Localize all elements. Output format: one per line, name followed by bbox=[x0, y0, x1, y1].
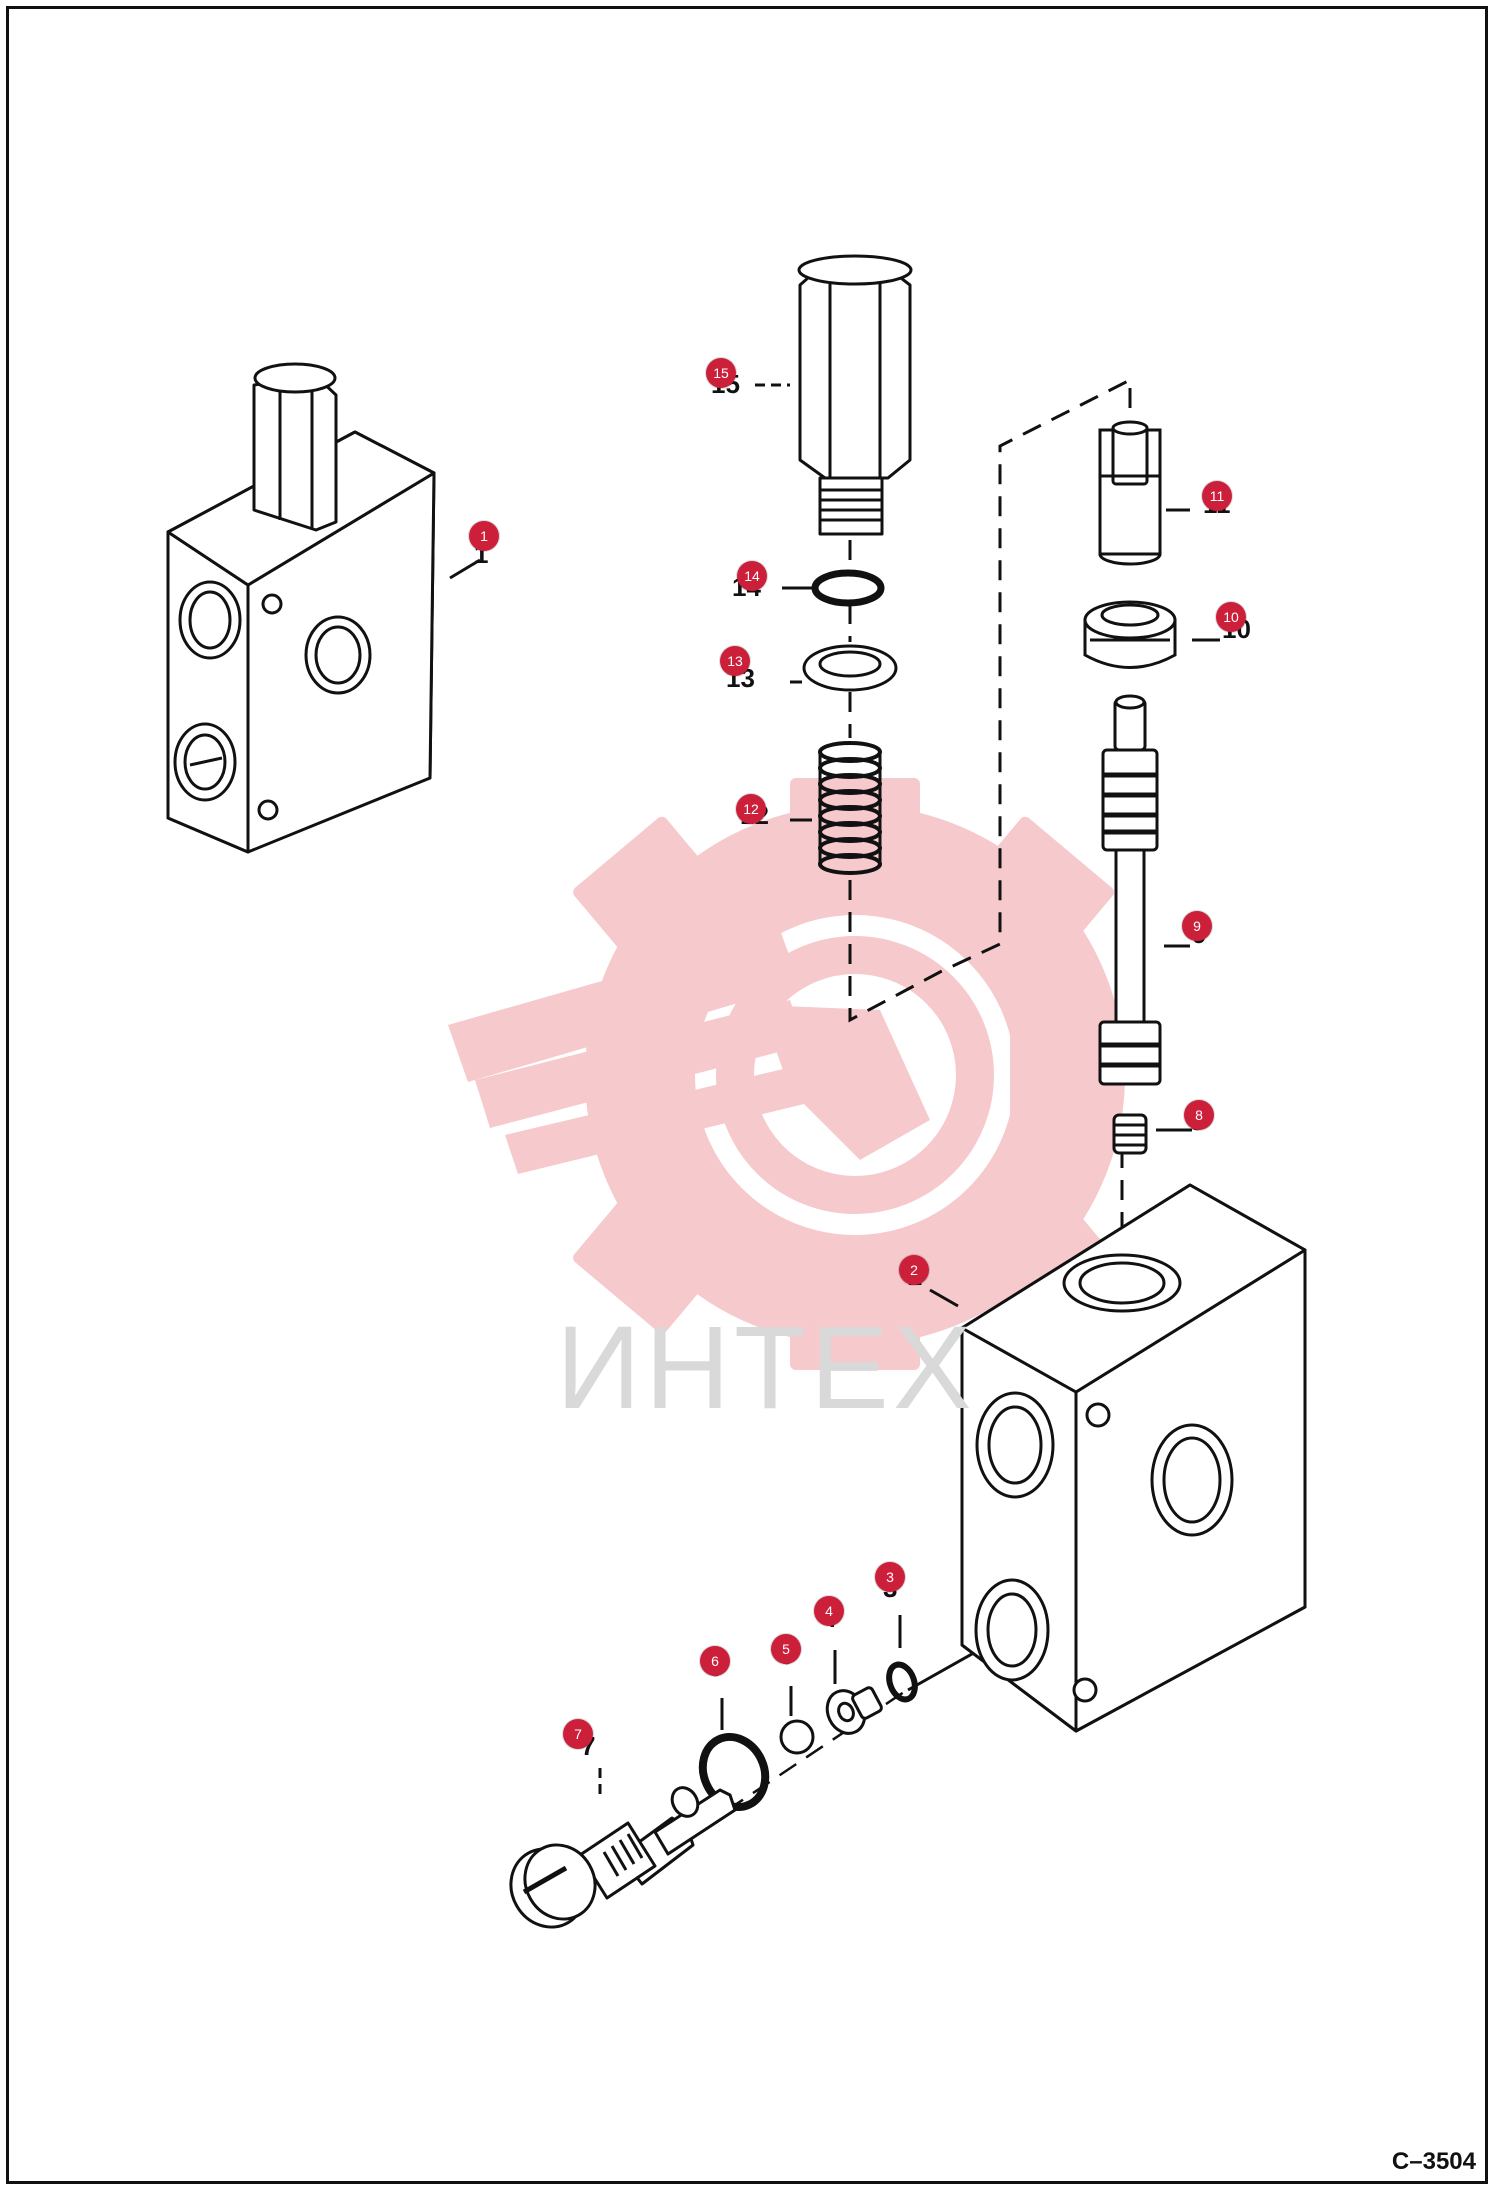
part-2-valve-body bbox=[960, 1183, 1307, 1733]
part-13-washer bbox=[802, 644, 898, 692]
watermark-text: ИНТЕХ bbox=[556, 1302, 976, 1434]
callout-2[interactable]: 2 bbox=[899, 1255, 929, 1285]
callout-4[interactable]: 4 bbox=[814, 1596, 844, 1626]
part-14-o-ring bbox=[811, 569, 885, 607]
leader-line bbox=[929, 1288, 959, 1308]
callout-11[interactable]: 11 bbox=[1202, 481, 1232, 511]
leader-line bbox=[449, 558, 481, 580]
callout-1[interactable]: 1 bbox=[469, 521, 499, 551]
watermark-logo bbox=[448, 778, 1125, 1370]
callout-12[interactable]: 12 bbox=[736, 794, 766, 824]
callout-10[interactable]: 10 bbox=[1216, 602, 1246, 632]
callout-15[interactable]: 15 bbox=[706, 358, 736, 388]
part-1-valve-assembly bbox=[166, 362, 436, 854]
part-15-hex-cap bbox=[797, 254, 913, 536]
part-6-o-ring bbox=[698, 1732, 770, 1812]
part-5-ball bbox=[779, 1719, 815, 1755]
callout-5[interactable]: 5 bbox=[771, 1634, 801, 1664]
callout-14[interactable]: 14 bbox=[737, 561, 767, 591]
part-12-spring bbox=[818, 741, 882, 875]
part-3-o-ring bbox=[886, 1661, 918, 1703]
part-10-valve-seat bbox=[1083, 600, 1177, 669]
callout-8[interactable]: 8 bbox=[1184, 1100, 1214, 1130]
part-7-adjusting-screw bbox=[509, 1786, 737, 1929]
callout-7[interactable]: 7 bbox=[563, 1719, 593, 1749]
callout-13[interactable]: 13 bbox=[720, 646, 750, 676]
part-11-plunger bbox=[1098, 420, 1162, 566]
part-9-spool bbox=[1098, 694, 1162, 1086]
callout-9[interactable]: 9 bbox=[1182, 911, 1212, 941]
callout-3[interactable]: 3 bbox=[875, 1562, 905, 1592]
document-code: C–3504 bbox=[1391, 2148, 1476, 2175]
part-4-poppet bbox=[825, 1686, 883, 1735]
part-8-set-screw bbox=[1112, 1113, 1148, 1155]
callout-6[interactable]: 6 bbox=[700, 1646, 730, 1676]
